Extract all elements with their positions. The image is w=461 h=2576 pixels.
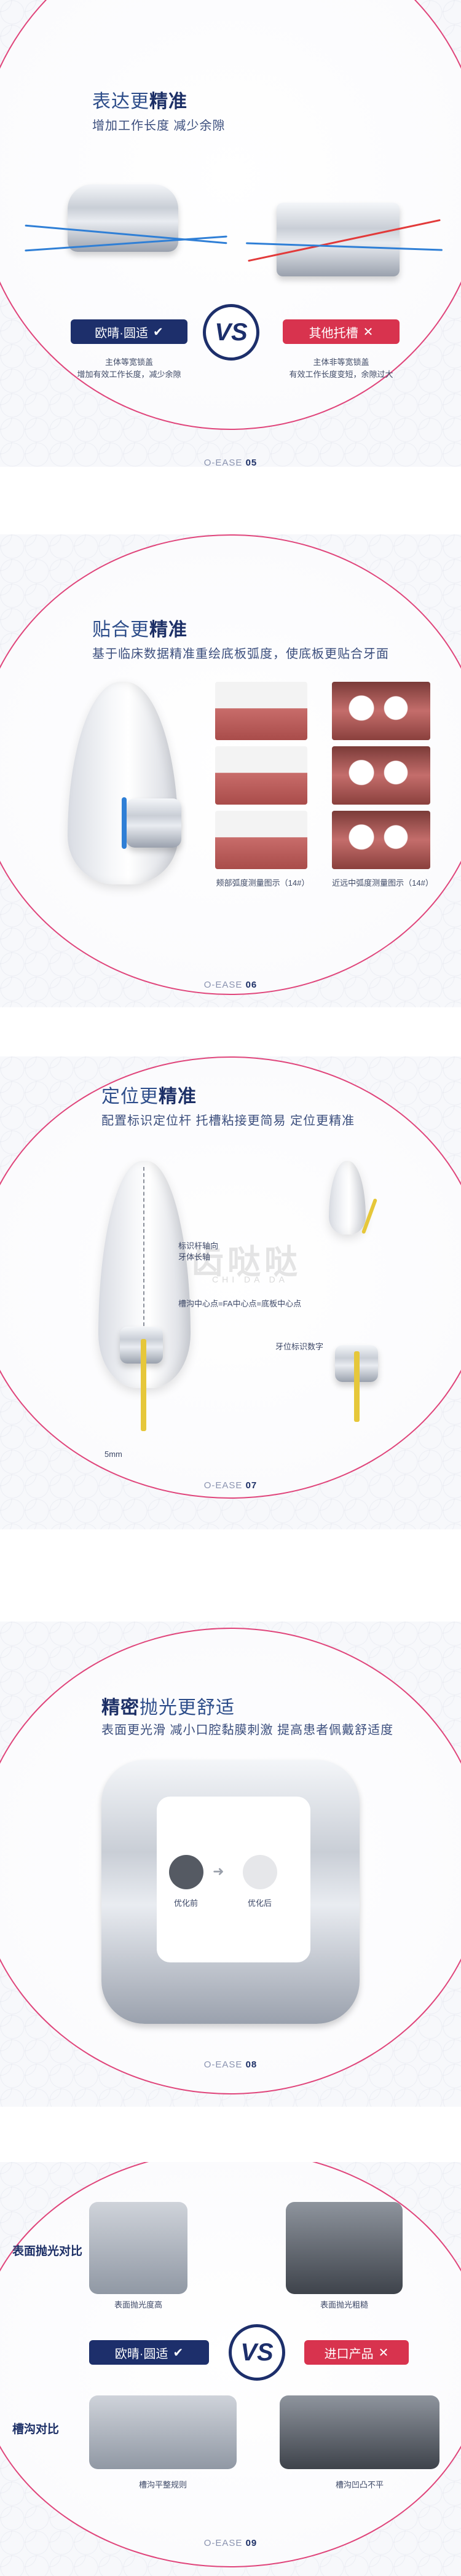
cross-icon: ✕ <box>378 2346 389 2360</box>
photo-import-surface <box>286 2202 403 2294</box>
caption-import-surface: 表面抛光粗糙 <box>320 2300 368 2309</box>
bracket-on-tooth <box>126 798 181 848</box>
positioning-rod <box>141 1339 146 1431</box>
gum-arc-image <box>215 811 307 869</box>
section-subtitle: 增加工作长度 减少余隙 <box>92 119 226 133</box>
check-icon: ✔ <box>173 2346 184 2360</box>
blue-base-arc <box>122 797 127 849</box>
section-comparison: 表面抛光对比 表面抛光度高 表面抛光粗糙 欧晴·圆适✔ VS 进口产品✕ 槽沟对… <box>0 2162 461 2576</box>
before-label: 优化前 <box>174 1899 199 1908</box>
spacer <box>0 2107 461 2162</box>
caption-right: 主体非等宽锁盖有效工作长度变短，余隙过大 <box>289 357 393 379</box>
tag-own-product: 欧晴·圆适✔ <box>89 2340 209 2365</box>
section-title: 表达更精准 <box>92 92 187 112</box>
section-frame <box>0 1056 461 1499</box>
after-label: 优化后 <box>248 1899 272 1908</box>
caption-own-slot: 槽沟平整规则 <box>138 2480 187 2489</box>
label-tooth-id: 牙位标识数字 <box>275 1342 324 1351</box>
section-code: O-EASE 09 <box>203 2538 258 2548</box>
section-subtitle: 配置标识定位杆 托槽粘接更简易 定位更精准 <box>101 1114 355 1128</box>
before-swatch <box>169 1855 203 1889</box>
section-positioning: 定位更精准 配置标识定位杆 托槽粘接更简易 定位更精准 齿哒哒 CHI DA D… <box>0 1056 461 1529</box>
after-swatch <box>243 1855 277 1889</box>
label-mm: 5mm <box>104 1450 122 1459</box>
teeth-arc-image <box>332 682 430 740</box>
positioning-rod-detail <box>354 1351 360 1422</box>
arrow-icon: ➜ <box>213 1864 224 1879</box>
watermark: 齿哒哒 <box>191 1244 301 1281</box>
tag-other-product: 其他托槽✕ <box>283 319 400 344</box>
tag-import-product: 进口产品✕ <box>304 2340 409 2365</box>
row-label-surface: 表面抛光对比 <box>12 2245 83 2258</box>
spacer <box>0 467 461 534</box>
cross-icon: ✕ <box>363 325 374 339</box>
photo-import-slot <box>280 2395 439 2469</box>
spacer <box>0 1007 461 1056</box>
watermark-sub: CHI DA DA <box>212 1274 289 1284</box>
section-title: 贴合更精准 <box>92 620 187 640</box>
section-code: O-EASE 06 <box>203 980 258 990</box>
caption-left: 颊部弧度测量图示（14#） <box>216 878 310 888</box>
check-icon: ✔ <box>152 325 164 339</box>
tag-own-product: 欧晴·圆适✔ <box>71 319 187 344</box>
gum-arc-image <box>215 746 307 805</box>
photo-own-surface <box>89 2202 187 2294</box>
teeth-arc-image <box>332 811 430 869</box>
gum-arc-image <box>215 682 307 740</box>
section-title: 精密抛光更舒适 <box>101 1698 235 1718</box>
vs-badge: VS <box>229 2324 285 2381</box>
teeth-arc-image <box>332 746 430 805</box>
section-expression: 表达更精准 增加工作长度 减少余隙 欧晴·圆适✔ VS 其他托槽✕ 主体等宽锁盖… <box>0 0 461 467</box>
section-fit: 贴合更精准 基于临床数据精准重绘底板弧度，使底板更贴合牙面 颊部弧度测量图示（1… <box>0 534 461 1007</box>
section-subtitle: 表面更光滑 减小口腔黏膜刺激 提高患者佩戴舒适度 <box>101 1723 394 1737</box>
section-code: O-EASE 07 <box>203 1480 258 1491</box>
caption-left: 主体等宽锁盖增加有效工作长度，减少余隙 <box>77 357 181 379</box>
label-axis: 标识杆轴向 牙体长轴 <box>178 1241 219 1262</box>
spacer <box>0 1529 461 1622</box>
section-polish: 精密抛光更舒适 表面更光滑 减小口腔黏膜刺激 提高患者佩戴舒适度 ➜ 优化前 优… <box>0 1622 461 2107</box>
row-label-slot: 槽沟对比 <box>12 2423 60 2436</box>
photo-own-slot <box>89 2395 237 2469</box>
caption-import-slot: 槽沟凹凸不平 <box>335 2480 384 2489</box>
bracket-image-right <box>277 203 400 276</box>
vs-badge: VS <box>203 304 259 361</box>
caption-right: 近远中弧度测量图示（14#） <box>332 878 433 888</box>
section-code: O-EASE 05 <box>203 458 258 467</box>
section-code: O-EASE 08 <box>203 2059 258 2070</box>
label-center: 槽沟中心点=FA中心点=底板中心点 <box>178 1299 302 1308</box>
axis-line <box>143 1167 144 1388</box>
section-title: 定位更精准 <box>101 1087 197 1107</box>
caption-own-surface: 表面抛光度高 <box>114 2300 162 2309</box>
section-subtitle: 基于临床数据精准重绘底板弧度，使底板更贴合牙面 <box>92 647 389 661</box>
